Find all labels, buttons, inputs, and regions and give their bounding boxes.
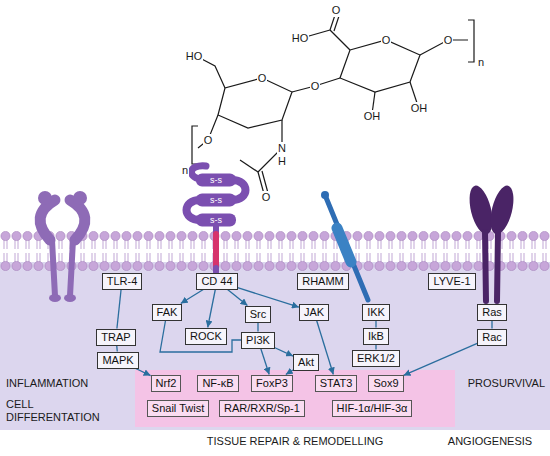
- node-text: Snail Twist: [152, 402, 204, 415]
- outcome-label: INFLAMMATION: [6, 377, 88, 390]
- atom-label: H: [277, 155, 287, 168]
- receptor-label: LYVE-1: [428, 273, 475, 290]
- node-text: ERK1/2: [357, 352, 395, 365]
- receptor-label: TLR-4: [102, 273, 143, 290]
- atom-label: n: [477, 56, 485, 69]
- outcome-label: TISSUE REPAIR & REMODELLING: [207, 435, 383, 448]
- node-text: FoxP3: [256, 377, 288, 390]
- node-text: Ras: [482, 306, 502, 319]
- node-text: TLR-4: [107, 275, 138, 288]
- atom-label: HO: [291, 32, 310, 45]
- atom-label: O: [261, 191, 272, 204]
- signal-connector: [404, 343, 478, 375]
- transcription-factor-box: HIF-1α/HIF-3α: [332, 400, 413, 417]
- node-text: Nrf2: [156, 377, 177, 390]
- outcome-label: ANGIOGENESIS: [448, 435, 532, 448]
- node-text: RAR/RXR/Sp-1: [224, 402, 300, 415]
- signal-connector: [208, 290, 216, 328]
- atom-label: O: [310, 80, 321, 93]
- atom-label: OH: [410, 102, 429, 115]
- signaling-box: TRAP: [96, 329, 135, 346]
- disulfide-label: s-s: [210, 175, 222, 185]
- signal-connector: [275, 348, 293, 356]
- node-text: PI3K: [246, 334, 270, 347]
- node-text: IKK: [367, 306, 385, 319]
- signal-connector: [238, 288, 299, 308]
- node-text: ROCK: [190, 330, 222, 343]
- atom-label: n: [181, 164, 189, 177]
- atom-label: O: [203, 134, 214, 147]
- transcription-factor-box: NF-κB: [197, 375, 238, 392]
- atom-label: HO: [185, 50, 204, 63]
- signaling-box: IKK: [362, 304, 390, 321]
- signal-connector: [136, 369, 151, 376]
- transcription-factor-box: Snail Twist: [147, 400, 209, 417]
- signal-connector: [160, 321, 241, 353]
- transcription-factor-box: RAR/RXR/Sp-1: [219, 400, 305, 417]
- atom-label: O: [381, 34, 392, 47]
- receptor-label: CD 44: [196, 273, 237, 290]
- signaling-box: FAK: [152, 304, 183, 321]
- node-text: STAT3: [320, 377, 353, 390]
- node-text: LYVE-1: [433, 275, 470, 288]
- transcription-factor-box: STAT3: [315, 375, 358, 392]
- atom-label: O: [257, 72, 268, 85]
- atom-label: N: [277, 142, 287, 155]
- transcription-factor-box: Nrf2: [151, 375, 182, 392]
- signaling-box: Ras: [477, 304, 507, 321]
- outcome-label: PROSURVIVAL: [468, 377, 545, 390]
- signaling-box: ROCK: [185, 328, 227, 345]
- nuclear-band: [135, 370, 455, 427]
- atom-label: O: [443, 34, 454, 47]
- signaling-box: Akt: [293, 354, 319, 371]
- node-text: FAK: [157, 306, 178, 319]
- disulfide-label: s-s: [210, 195, 222, 205]
- outcome-label: CELL DIFFERENTATION: [6, 398, 106, 424]
- signaling-box: ERK1/2: [352, 350, 400, 367]
- signaling-box: JAK: [299, 304, 329, 321]
- atom-label: O: [331, 4, 342, 17]
- cd44-receptor: [187, 166, 246, 272]
- node-text: CD 44: [201, 275, 232, 288]
- node-text: IkB: [368, 330, 384, 343]
- signal-connector: [375, 321, 376, 328]
- disulfide-label: s-s: [210, 215, 222, 225]
- node-text: NF-κB: [202, 377, 233, 390]
- node-text: Src: [250, 308, 267, 321]
- signal-connector: [117, 290, 121, 329]
- node-text: HIF-1α/HIF-3α: [337, 402, 408, 415]
- atom-label: OH: [363, 110, 382, 123]
- signal-connector: [257, 323, 258, 332]
- tlr4-receptor: [38, 191, 87, 302]
- transcription-factor-box: Sox9: [368, 375, 403, 392]
- node-text: TRAP: [101, 331, 130, 344]
- hyaluronan-structure: [192, 12, 474, 194]
- signal-connector: [261, 349, 269, 375]
- node-text: Sox9: [373, 377, 398, 390]
- signal-connector: [317, 321, 334, 375]
- signaling-box: IkB: [363, 328, 389, 345]
- node-text: JAK: [304, 306, 324, 319]
- signaling-box: Src: [245, 306, 272, 323]
- node-text: Rac: [482, 331, 502, 344]
- node-text: MAPK: [102, 354, 133, 367]
- node-text: Akt: [298, 356, 314, 369]
- node-text: RHAMM: [302, 275, 344, 288]
- signaling-box: Rac: [477, 329, 507, 346]
- transcription-factor-box: FoxP3: [251, 375, 293, 392]
- cytoplasm: [0, 262, 550, 430]
- receptor-label: RHAMM: [297, 273, 349, 290]
- signal-connector: [491, 321, 492, 329]
- signal-connector: [228, 290, 248, 306]
- signal-connector: [181, 290, 204, 304]
- signaling-box: PI3K: [241, 332, 275, 349]
- signaling-box: MAPK: [97, 352, 138, 369]
